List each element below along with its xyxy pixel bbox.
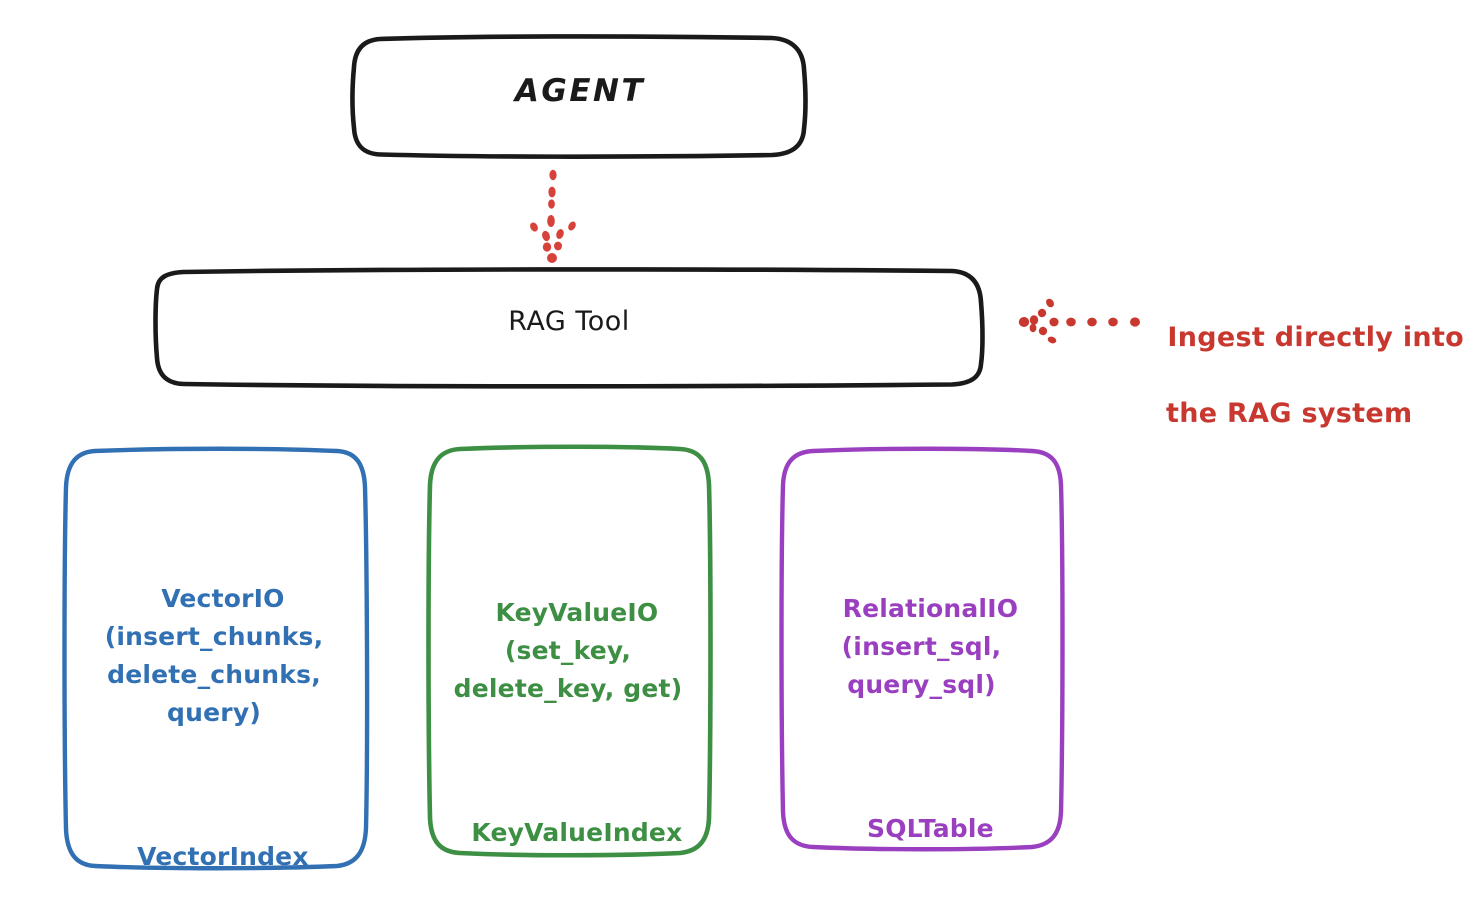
key-value-io-box-outline (426, 444, 713, 858)
ingest-annotation-line-2: the RAG system (1166, 398, 1413, 429)
rag-tool-box-outline (153, 267, 985, 389)
relational-io-text-block: RelationalIO (insert_sql, query_sql) SQL… (783, 552, 1060, 848)
key-value-io-text-block: KeyValueIO (set_key, delete_key, get) Ke… (428, 556, 708, 852)
vector-io-node[interactable] (62, 446, 370, 871)
vector-io-text-spacer (64, 770, 364, 800)
relational-io-node[interactable] (779, 446, 1065, 852)
agent-node[interactable] (350, 34, 808, 159)
ingest-arrow-connector (1018, 298, 1140, 344)
ingest-annotation: Ingest directly into the RAG system (1148, 281, 1478, 471)
rag-tool-node[interactable] (153, 267, 985, 389)
relational-io-api-label: RelationalIO (insert_sql, query_sql) (841, 594, 1019, 699)
vector-io-api-label: VectorIO (insert_chunks, delete_chunks, … (104, 584, 324, 727)
vector-io-index-label: VectorIndex (137, 842, 309, 871)
key-value-io-text-spacer (428, 746, 708, 776)
ingest-annotation-line-1: Ingest directly into (1167, 322, 1464, 353)
agent-box-outline (350, 34, 808, 159)
key-value-io-node[interactable] (426, 444, 713, 858)
vector-io-text-block: VectorIO (insert_chunks, delete_chunks, … (64, 542, 364, 876)
key-value-io-index-label: KeyValueIndex (471, 818, 683, 847)
key-value-io-api-label: KeyValueIO (set_key, delete_key, get) (453, 598, 683, 703)
relational-io-text-spacer (783, 742, 1060, 772)
relational-io-index-label: SQLTable (867, 814, 994, 843)
agent-to-rag-connector (530, 169, 576, 263)
relational-io-box-outline (779, 446, 1065, 852)
vector-io-box-outline (62, 446, 370, 871)
